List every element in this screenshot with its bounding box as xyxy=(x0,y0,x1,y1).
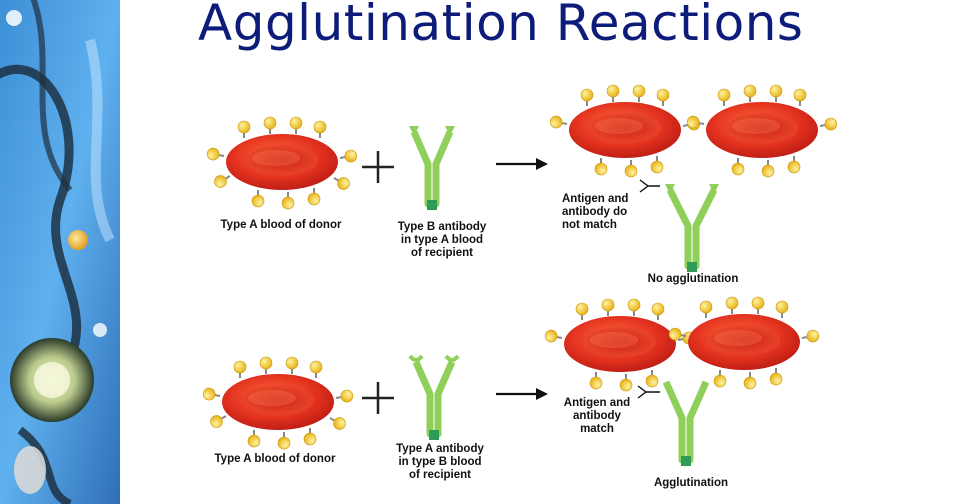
result-red-blood-cell xyxy=(667,296,821,390)
donor-red-blood-cell-2 xyxy=(201,356,355,450)
plus-icon xyxy=(362,151,394,183)
stethoscope-illustration xyxy=(0,0,120,504)
result-label: Agglutination xyxy=(653,477,729,489)
antibody-label: Type A antibody in type B blood of recip… xyxy=(396,443,484,481)
decorative-sidebar-image xyxy=(0,0,120,504)
arrow-right-icon xyxy=(496,158,548,170)
result-red-blood-cell xyxy=(543,298,697,392)
agglutination-diagram xyxy=(201,84,839,466)
bracket-pointer xyxy=(639,179,660,193)
donor-label: Type A blood of donor xyxy=(214,453,336,465)
result-red-blood-cell xyxy=(685,84,839,178)
antibody-label: Type B antibody in type A blood of recip… xyxy=(397,221,487,259)
arrow-right-icon xyxy=(496,388,548,400)
donor-red-blood-cell-1 xyxy=(205,116,359,210)
antibody-y-icon xyxy=(409,126,455,210)
plus-icon xyxy=(362,382,394,414)
result-red-blood-cell xyxy=(548,84,702,178)
page-title: Agglutination Reactions xyxy=(198,0,804,52)
antibody-y-icon xyxy=(408,354,460,440)
antigen-antibody-label: Antigen and antibody match xyxy=(563,397,631,435)
bracket-pointer xyxy=(637,385,660,399)
antigen-antibody-label: Antigen and antibody do not match xyxy=(562,193,629,231)
antibody-y-icon xyxy=(665,184,719,272)
donor-label: Type A blood of donor xyxy=(220,219,342,231)
result-label: No agglutination xyxy=(647,273,739,285)
antibody-y-icon xyxy=(662,380,710,466)
